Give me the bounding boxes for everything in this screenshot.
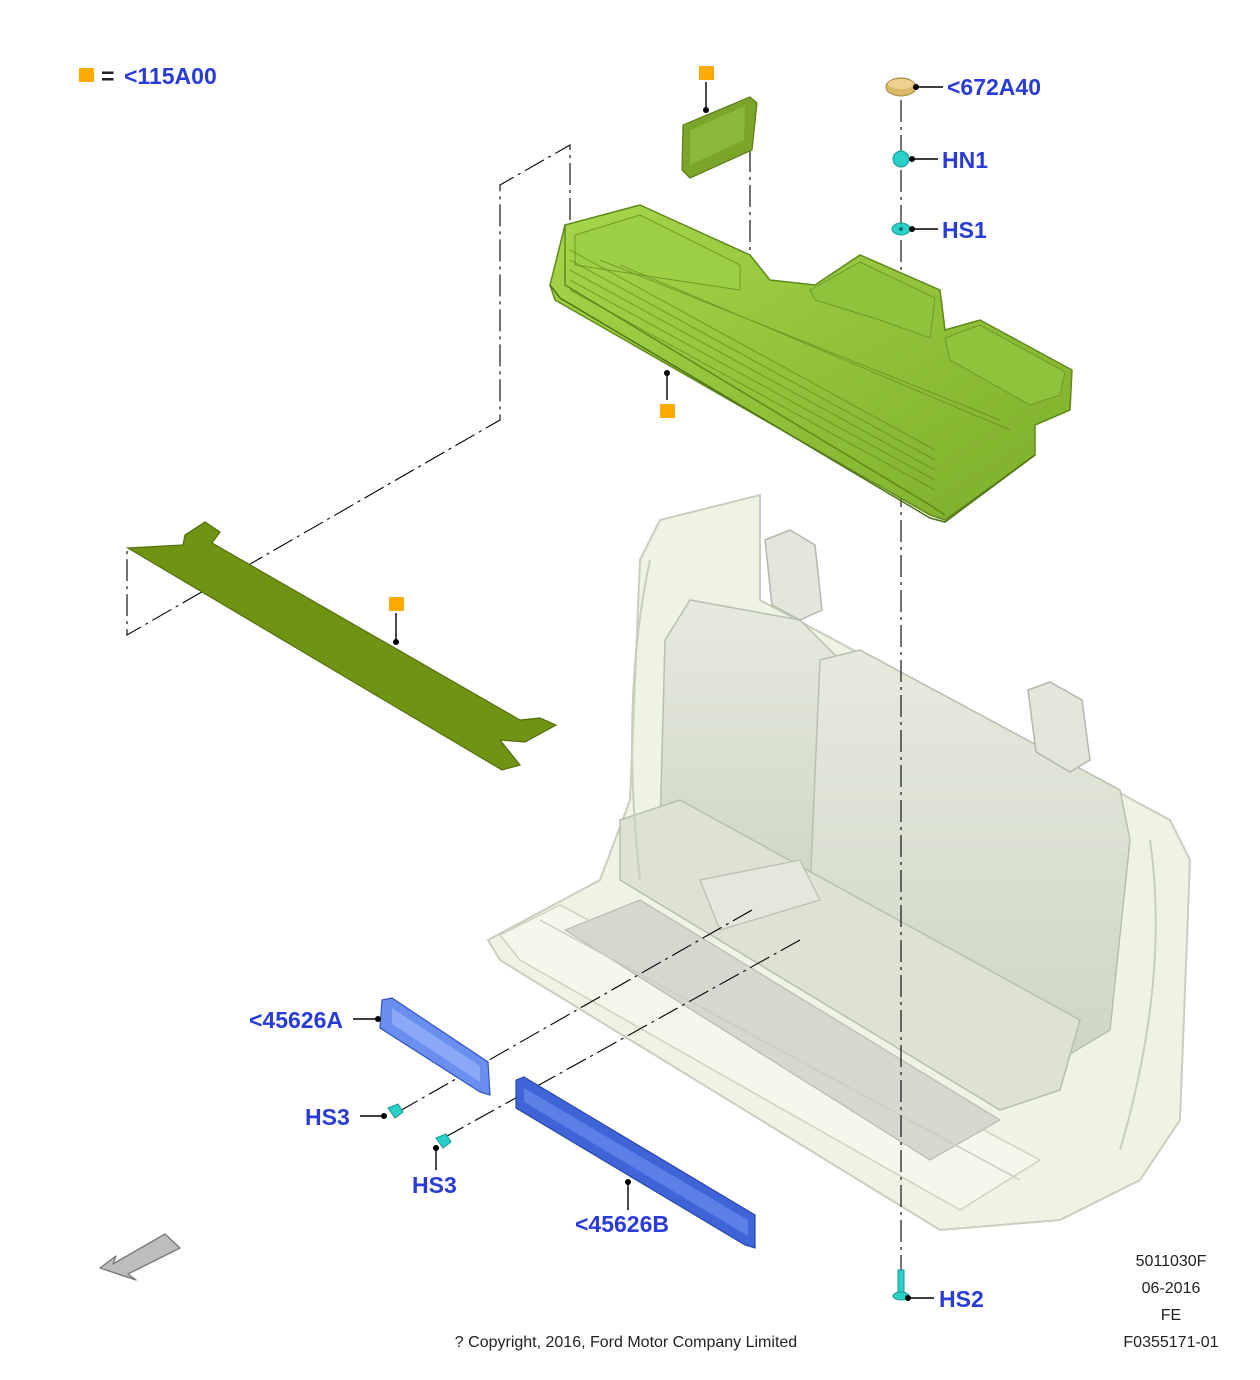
callout-bracket-b: <45626B [575, 1211, 669, 1237]
floor-mat-part [125, 521, 558, 771]
cap-part [885, 77, 917, 97]
legend: = <115A00 [79, 63, 217, 89]
square-marker-icon [389, 597, 404, 611]
copyright: ? Copyright, 2016, Ford Motor Company Li… [455, 1334, 797, 1351]
vehicle-interior-background [486, 493, 1192, 1232]
square-marker-icon [660, 404, 675, 418]
callout-cap: <672A40 [947, 74, 1041, 100]
front-arrow-icon [99, 1233, 181, 1281]
region: FE [1161, 1307, 1181, 1324]
bracket-b-part [515, 1076, 756, 1249]
ref-code: 5011030F [1136, 1253, 1207, 1270]
figure-id: F0355171-01 [1123, 1334, 1218, 1351]
clip-screw-a-part [387, 1103, 404, 1119]
callout-screw-top: HS1 [942, 217, 987, 243]
nut-part [892, 150, 910, 168]
callout-bracket-a: <45626A [249, 1007, 343, 1033]
square-marker-icon [699, 66, 714, 80]
washer-screw-part [891, 222, 911, 236]
storage-tray-part [549, 204, 1073, 523]
legend-equals: = [101, 63, 114, 89]
legend-code: <115A00 [124, 63, 217, 89]
callout-screw-a: HS3 [305, 1104, 350, 1130]
bracket-a-part [379, 997, 491, 1096]
callout-nut: HN1 [942, 147, 988, 173]
clip-screw-b-part [435, 1133, 452, 1149]
alignment-chain-lines [126, 100, 902, 1295]
square-marker-icon [79, 68, 94, 82]
callout-screw-b: HS3 [412, 1172, 457, 1198]
small-cover-panel-part [681, 96, 758, 179]
leader-lines [353, 82, 943, 1301]
date: 06-2016 [1142, 1280, 1201, 1297]
callout-screw-bottom: HS2 [939, 1286, 984, 1312]
